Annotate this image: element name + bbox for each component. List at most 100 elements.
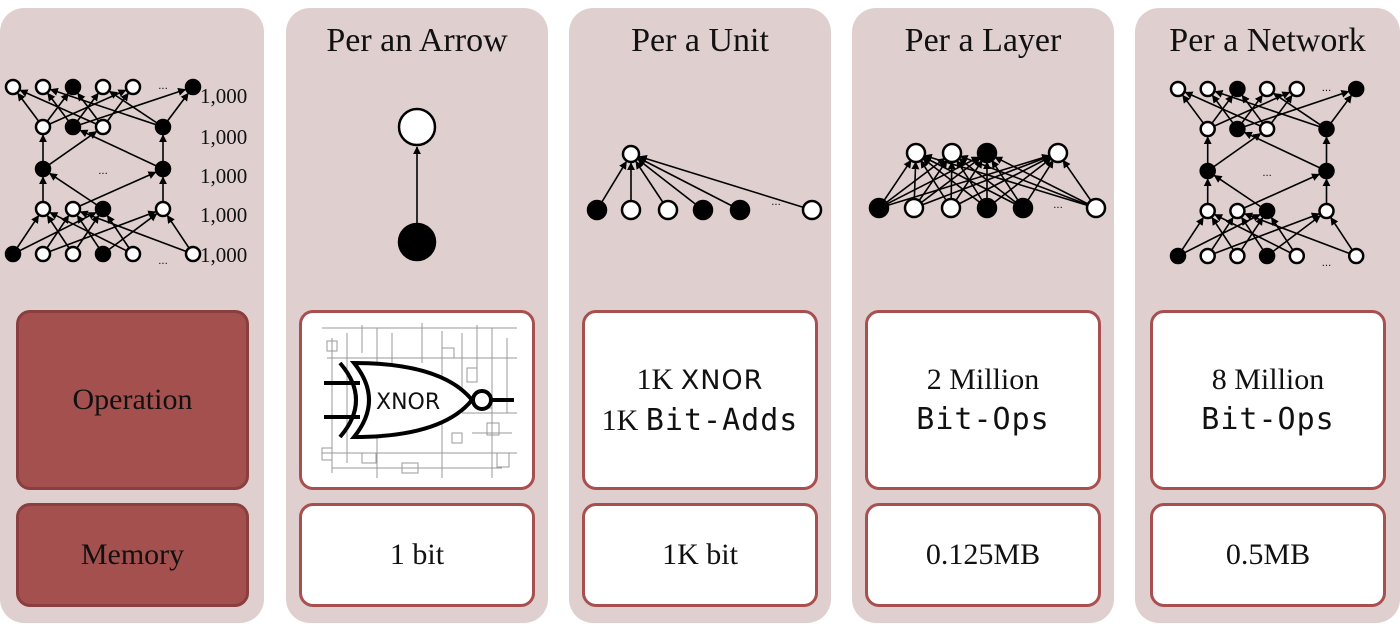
- active-unit-node: [976, 197, 998, 219]
- active-unit-node: [34, 160, 52, 178]
- inactive-unit-node: [4, 78, 22, 96]
- active-unit-node: [1347, 80, 1365, 98]
- inactive-unit-node: [64, 200, 82, 218]
- connection-arrow: [994, 156, 1097, 209]
- memory-layer-box: 0.125MB: [865, 503, 1101, 607]
- inactive-unit-node: [620, 199, 642, 221]
- connection-arrow: [72, 171, 157, 210]
- connection-arrow: [958, 157, 1024, 209]
- inactive-unit-node: [1229, 247, 1246, 265]
- connection-arrow: [1207, 212, 1320, 257]
- inactive-unit-node: [154, 200, 172, 218]
- inactive-unit-node: [124, 78, 142, 96]
- connection-arrow: [1214, 213, 1298, 257]
- inactive-unit-node: [64, 245, 82, 263]
- active-unit-node: [94, 245, 112, 263]
- connection-arrow: [12, 211, 97, 255]
- operation-row-label: Operation: [16, 310, 249, 490]
- inactive-unit-node: [1047, 142, 1069, 164]
- inactive-unit-node: [940, 197, 962, 219]
- memory-arrow-box: 1 bit: [299, 503, 535, 607]
- column-title-unit: Per a Unit: [631, 22, 769, 59]
- layer-count-label: 1,000: [200, 203, 248, 227]
- inactive-unit-node: [34, 78, 52, 96]
- operation-unit-line2: 1K Bit-Adds: [601, 402, 799, 438]
- operation-network-box: 8 Million Bit-Ops: [1150, 310, 1386, 490]
- inactive-unit-node: [1169, 80, 1187, 98]
- column-title-network: Per a Network: [1169, 22, 1366, 59]
- ellipsis-label: ...: [98, 166, 108, 177]
- inactive-unit-node: [1199, 202, 1216, 220]
- connection-arrow: [102, 213, 158, 255]
- connection-arrow: [108, 90, 164, 128]
- operation-arrow-xnor-gate: XNOR: [299, 310, 535, 490]
- connection-arrow: [49, 88, 164, 128]
- inactive-unit-node: [94, 118, 112, 136]
- inactive-unit-node: [34, 200, 52, 218]
- active-unit-node: [1199, 162, 1216, 180]
- connection-arrow: [19, 89, 104, 128]
- connection-arrow: [1207, 91, 1291, 130]
- active-unit-node: [94, 200, 112, 218]
- connection-arrow: [79, 210, 194, 255]
- connection-arrow: [1266, 215, 1321, 257]
- ellipsis-label: ...: [1262, 168, 1272, 179]
- active-unit-node: [729, 199, 751, 221]
- connection-arrow: [1244, 212, 1357, 257]
- connection-arrow: [1214, 90, 1327, 130]
- operation-layer-count: 2 Million: [926, 363, 1040, 396]
- connection-arrow: [1177, 213, 1261, 257]
- active-unit-node: [692, 199, 714, 221]
- connection-arrow: [42, 89, 127, 128]
- inactive-unit-node: [657, 199, 679, 221]
- inactive-unit-node: [34, 118, 52, 136]
- active-unit-node: [154, 118, 172, 136]
- layer-count-label: 1,000: [200, 164, 248, 188]
- connection-arrow: [42, 210, 157, 255]
- active-unit-node: [1318, 162, 1335, 180]
- connection-arrow: [1237, 90, 1350, 130]
- ellipsis-label: ...: [158, 256, 168, 267]
- connection-arrow: [637, 158, 704, 211]
- connection-arrow: [1207, 132, 1262, 172]
- active-unit-node: [1012, 197, 1034, 219]
- connection-arrow: [950, 156, 1051, 209]
- active-unit-node: [1318, 120, 1335, 138]
- ellipsis-label: ...: [771, 197, 781, 208]
- inactive-unit-node: [1258, 120, 1276, 138]
- inactive-unit-node: [94, 78, 112, 96]
- active-unit-node: [1169, 247, 1187, 265]
- connection-arrow: [986, 157, 1052, 209]
- active-unit-node: [1229, 80, 1246, 98]
- active-unit-node: [4, 245, 22, 263]
- connection-arrow: [1213, 174, 1268, 212]
- active-unit-node: [586, 199, 608, 221]
- operation-network-count: 8 Million: [1211, 363, 1325, 396]
- connection-arrow: [48, 172, 104, 210]
- connection-arrow: [913, 155, 1051, 209]
- ellipsis-label: ...: [1322, 258, 1332, 269]
- xnor-gate-icon: XNOR: [321, 323, 517, 478]
- layer-count-label: 1,000: [200, 84, 248, 108]
- column-title-arrow: Per an Arrow: [326, 22, 508, 59]
- inactive-unit-node: [397, 107, 437, 147]
- connection-arrow: [638, 157, 741, 211]
- inactive-unit-node: [124, 245, 142, 263]
- inactive-unit-node: [1258, 80, 1276, 98]
- memory-network-box: 0.5MB: [1150, 503, 1386, 607]
- active-unit-node: [1258, 247, 1276, 265]
- memory-row-label: Memory: [16, 503, 249, 607]
- layer-count-label: 1,000: [200, 125, 248, 149]
- active-unit-node: [1258, 202, 1276, 220]
- inactive-unit-node: [1229, 202, 1246, 220]
- operation-unit-box: 1K XNOR 1K Bit-Adds: [582, 310, 818, 490]
- operation-network-unit: Bit-Ops: [1201, 402, 1335, 437]
- connection-arrow: [1184, 91, 1268, 130]
- inactive-unit-node: [941, 142, 963, 164]
- connection-arrow: [49, 211, 134, 255]
- active-unit-node: [184, 78, 202, 96]
- ellipsis-label: ...: [1053, 200, 1063, 211]
- active-unit-node: [397, 222, 437, 262]
- network-diagrams: ........................: [4, 78, 1365, 269]
- connection-arrow: [959, 155, 1097, 209]
